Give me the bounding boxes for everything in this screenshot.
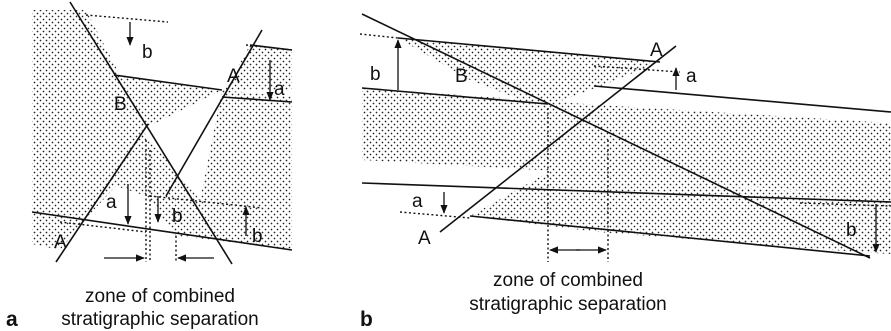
panel-a-caption-line1: zone of combined [85, 286, 235, 307]
panel-a-label-b-mid: b [172, 206, 183, 227]
panel-a-caption-line2: stratigraphic separation [61, 309, 259, 330]
panel-b-diagram: b B A a a A b zone of combined stratigra… [360, 14, 891, 331]
panel-a-letter: a [6, 308, 18, 331]
panel-a-diagram: b A a B a b b A zone of combined stratig… [6, 2, 292, 331]
panel-a-label-a-left: a [106, 192, 117, 213]
panel-b-letter: b [360, 308, 373, 331]
panel-b-label-fault-a-top: A [650, 40, 663, 61]
panel-a-label-fault-b: B [114, 94, 127, 115]
panel-a-label-fault-a-bottom: A [54, 232, 67, 253]
panel-b-caption-line1: zone of combined [493, 270, 643, 291]
panel-a-label-a-right: a [274, 79, 285, 100]
panel-b-label-a-left: a [412, 191, 423, 212]
panel-a-dotted-top [86, 15, 168, 22]
panel-b-stippled-bed [362, 38, 891, 254]
panel-b-label-a-top: a [686, 66, 697, 87]
panel-a-label-b-right: b [252, 226, 263, 247]
panel-a-label-fault-a-top: A [227, 66, 240, 87]
panel-b-dotted-left [400, 212, 470, 218]
panel-b-label-b-right: b [846, 220, 857, 241]
panel-b-label-b-left: b [370, 64, 381, 85]
panel-b-label-fault-b: B [455, 66, 468, 87]
panel-a-label-b-top: b [142, 42, 153, 63]
panel-b-caption-line2: stratigraphic separation [469, 294, 667, 315]
panel-b-label-fault-a-bottom: A [418, 228, 431, 249]
panel-b-dotted-upper-left [360, 34, 398, 38]
